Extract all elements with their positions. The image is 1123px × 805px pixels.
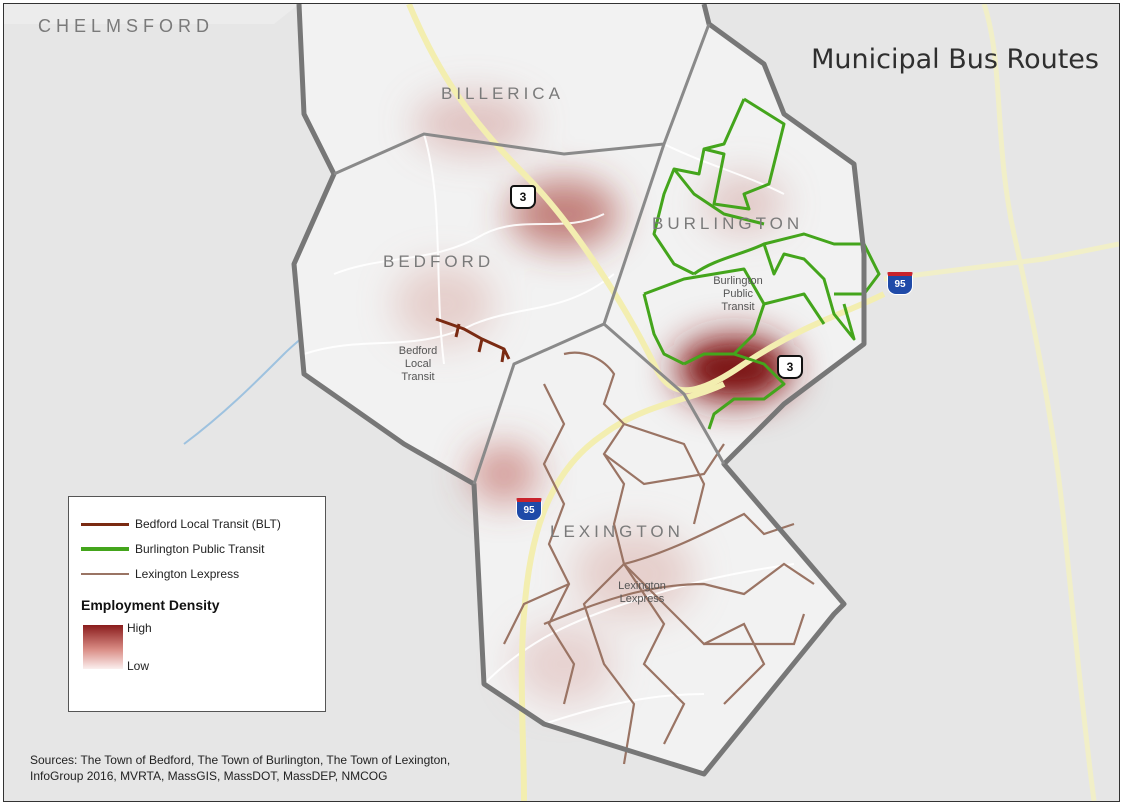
place-label-lexington: LEXINGTON (550, 522, 684, 541)
legend-high-label: High (127, 621, 152, 635)
legend-item-burlington-public-transit: Burlington Public Transit (81, 540, 264, 558)
legend-item-lexington-lexpress: Lexington Lexpress (81, 565, 239, 583)
bedford-local-transit-route (435, 317, 511, 363)
legend-swatch-green-line (81, 547, 129, 551)
place-label-burlington: BURLINGTON (652, 214, 804, 233)
highway-background-east (981, 4, 1097, 801)
map-canvas[interactable] (4, 4, 1119, 801)
us3-shield-south: 3 (777, 355, 803, 379)
highway-background-i95-east (883, 241, 1119, 282)
sources-line-1: Sources: The Town of Bedford, The Town o… (30, 753, 451, 767)
i95-shield-east: 95 (887, 272, 913, 295)
map-title: Municipal Bus Routes (811, 44, 1099, 75)
legend-swatch-tan-line (81, 573, 129, 575)
highway-us3 (406, 4, 886, 394)
density-color-ramp (83, 625, 123, 669)
map-legend: Bedford Local Transit (BLT) Burlington P… (68, 496, 326, 712)
place-label-chelmsford: CHELMSFORD (38, 16, 215, 36)
route-label-lexington: Lexington Lexpress (618, 580, 666, 605)
town-chelmsford-edge (4, 4, 299, 24)
legend-swatch-brown-line (81, 522, 129, 526)
burlington-routes (642, 97, 881, 430)
legend-heading: Employment Density (81, 597, 220, 613)
legend-item-bedford-local-transit: Bedford Local Transit (BLT) (81, 515, 281, 533)
us3-shield-north: 3 (510, 185, 536, 209)
lexpress-routes (503, 351, 815, 765)
town-inner-boundaries (333, 23, 726, 485)
legend-low-label: Low (127, 659, 150, 673)
legend-label: Burlington Public Transit (135, 542, 265, 556)
legend-label: Lexington Lexpress (135, 567, 240, 581)
legend-label: Bedford Local Transit (BLT) (135, 517, 281, 531)
sources-note: Sources: The Town of Bedford, The Town o… (30, 752, 450, 784)
place-label-bedford: BEDFORD (383, 252, 495, 271)
sources-line-2: InfoGroup 2016, MVRTA, MassGIS, MassDOT,… (30, 769, 388, 783)
route-label-bedford: Bedford Local Transit (398, 345, 438, 383)
town-billerica (299, 4, 709, 174)
place-label-billerica: BILLERICA (441, 84, 564, 103)
i95-shield-south: 95 (516, 498, 542, 521)
route-label-burlington: Burlington Public Transit (713, 275, 763, 313)
map-frame: Municipal Bus Routes CHELMSFORD BILLERIC… (3, 3, 1120, 802)
town-boundaries (291, 4, 867, 777)
